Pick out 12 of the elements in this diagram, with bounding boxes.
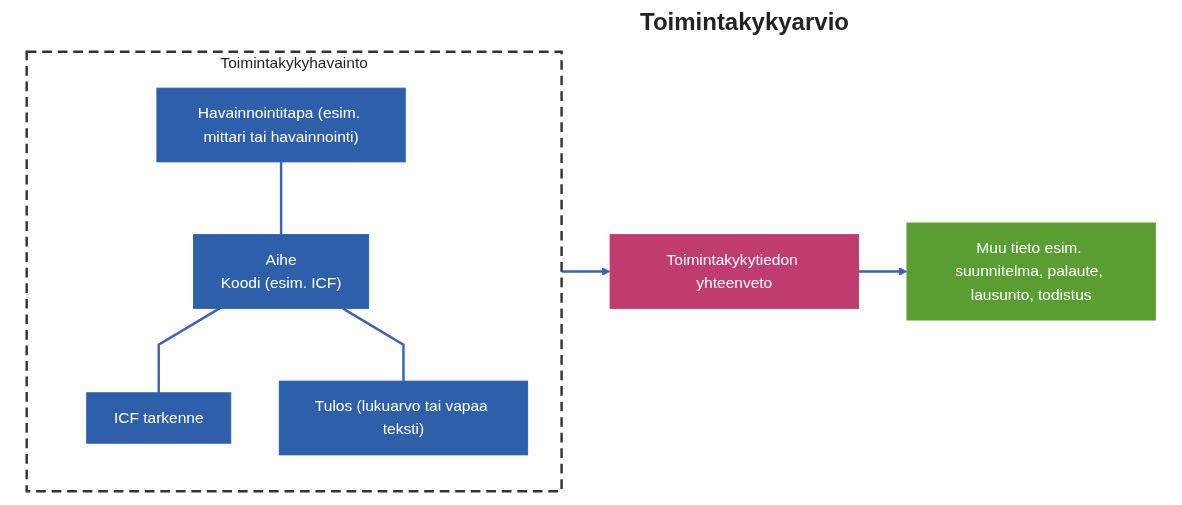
node-box: Toimintakykytiedon yhteenveto (609, 234, 859, 309)
connector (279, 161, 283, 235)
node-box: Aihe Koodi (esim. ICF) (193, 234, 370, 309)
arrow (561, 267, 611, 276)
connector (342, 307, 405, 382)
node-box: ICF tarkenne (86, 392, 232, 444)
heading: Toimintakykyarvio (640, 8, 849, 36)
node-box: Tulos (lukuarvo tai vapaa teksti) (278, 380, 529, 456)
arrow (858, 267, 908, 276)
node-box: Muu tieto esim. suunnitelma, palaute, lausunto, todistus (906, 222, 1156, 321)
node-box: Havainnointitapa (esim. mittari tai havainnointi) (156, 87, 406, 163)
connector (157, 307, 221, 393)
